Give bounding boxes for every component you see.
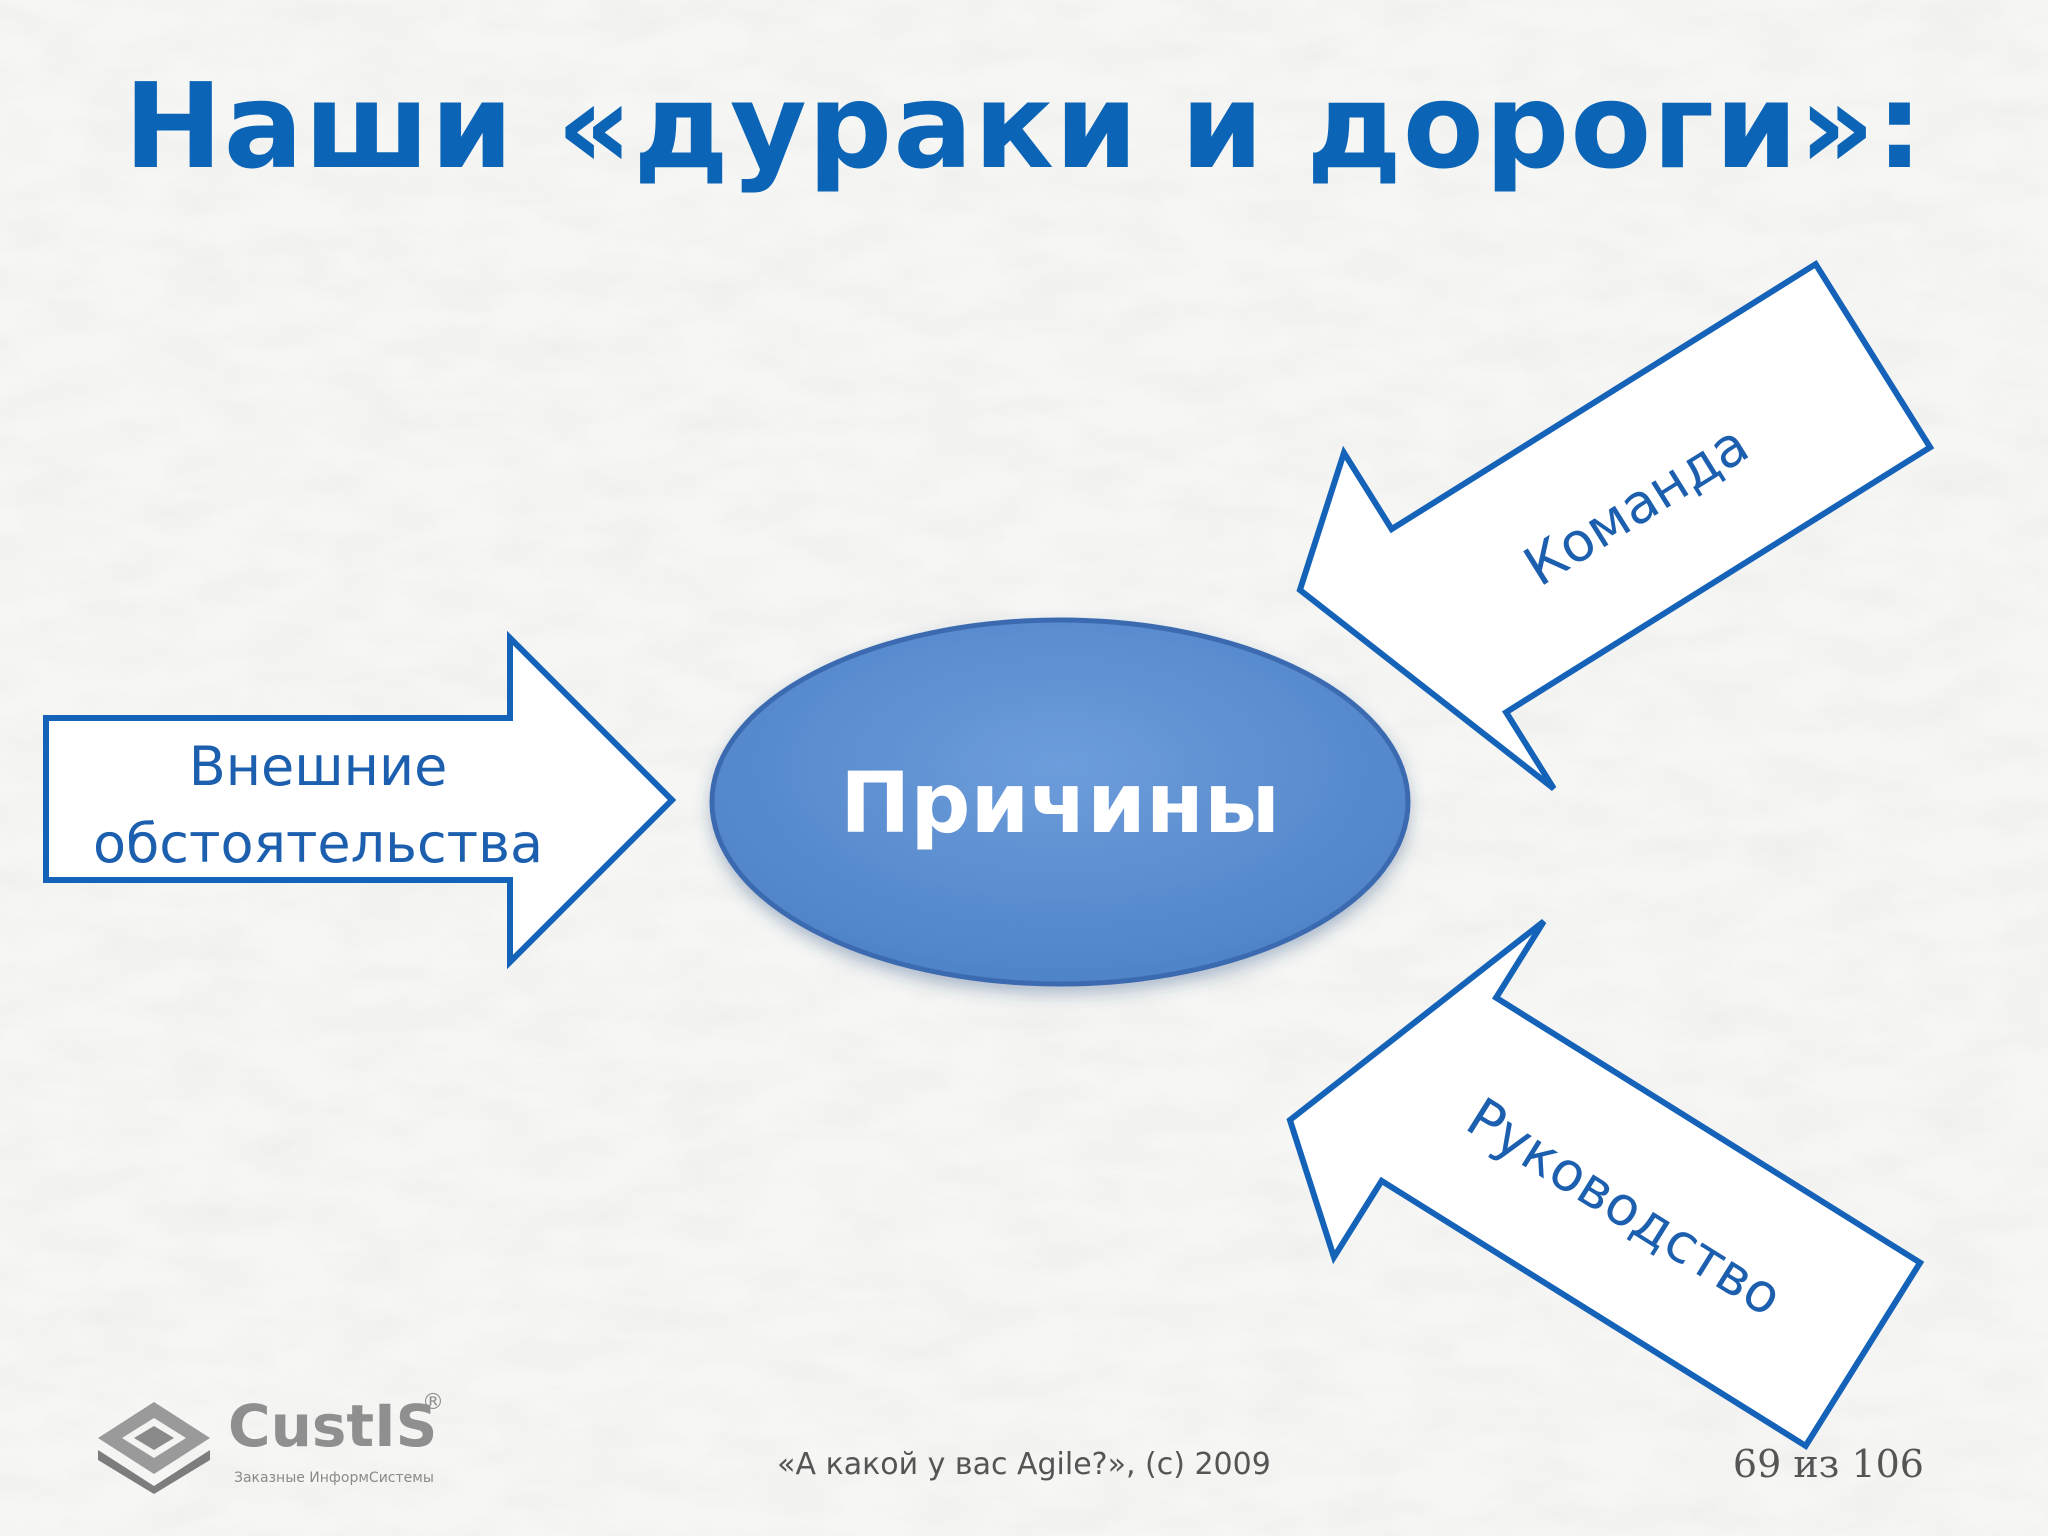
logo-name: CustIS (228, 1392, 438, 1460)
slide-title: Наши «дураки и дороги»: (123, 57, 1925, 195)
arrow-management-shape (1286, 919, 1925, 1450)
arrow-team-shape (1296, 260, 1935, 791)
arrow-team: Команда (1296, 260, 1935, 791)
arrow-external-circumstances: Внешние обстоятельства (43, 630, 677, 970)
custis-logo: CustIS ® Заказные ИнформСистемы (94, 1390, 474, 1504)
center-ellipse: Причины (709, 617, 1411, 987)
logo-tagline: Заказные ИнформСистемы (234, 1470, 434, 1486)
arrow-left-label-line1: Внешние (189, 735, 448, 798)
center-label: Причины (840, 754, 1280, 852)
custis-logo-icon (98, 1402, 210, 1494)
arrow-management: Руководство (1286, 919, 1925, 1450)
arrow-left-shape (43, 630, 677, 970)
logo-registered-mark: ® (422, 1390, 444, 1415)
footer-caption: «А какой у вас Agile?», (c) 2009 (777, 1447, 1271, 1482)
page-counter: 69 из 106 (1732, 1442, 1924, 1486)
arrow-left-label-line2: обстоятельства (93, 812, 543, 875)
